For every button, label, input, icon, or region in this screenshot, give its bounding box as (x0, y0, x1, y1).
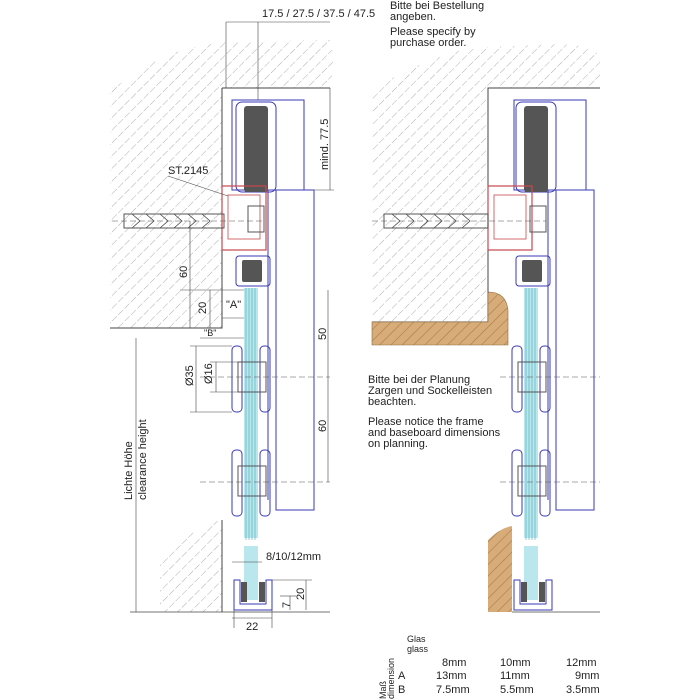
glass-pane-lower (244, 546, 258, 600)
wall-bracket (221, 185, 267, 251)
glass-pane (244, 288, 258, 538)
dim-7: 7 (281, 602, 293, 608)
right-glass-pane (524, 288, 538, 538)
right-top-rail-frame (513, 99, 587, 191)
guide-block (235, 255, 271, 287)
dim-20: 20 (197, 302, 209, 314)
dim-16: Ø16 (203, 363, 215, 384)
spec-note-en2: purchase order. (390, 37, 466, 49)
right-floor-guide (513, 579, 553, 611)
left-wall-lower-hatch (160, 520, 222, 612)
right-wall-hatch (372, 44, 600, 322)
min-height-label: mind. 77.5 (319, 119, 331, 170)
guide-roller (242, 260, 262, 282)
right-guide-block (515, 255, 551, 287)
right-view (371, 44, 600, 613)
clearance-de-label: Lichte Höhe (123, 441, 135, 500)
glass-clamp-upper (200, 345, 330, 413)
glass-thickness-label: 8/10/12mm (266, 551, 321, 563)
baseboard-upper (371, 291, 509, 346)
dimension-table: Glas glass Maß dimension 8mm 10mm 12mm A… (378, 634, 600, 699)
floor-guide-roller-l (241, 582, 247, 602)
floor-guide (233, 579, 273, 611)
wall-anchor (112, 213, 264, 229)
right-wall-anchor (372, 213, 546, 229)
table-row-b-label: B (398, 684, 405, 696)
dim-60-lower: 60 (317, 420, 329, 432)
spec-note-de2: angeben. (390, 11, 436, 23)
part-number-label: ST.2145 (168, 165, 208, 177)
dim-22: 22 (246, 621, 258, 633)
table-row-a-v3: 9mm (575, 670, 599, 682)
left-view: 17.5 / 27.5 / 37.5 / 47.5 mind. 77.5 ST.… (110, 8, 375, 633)
planning-note-de1: Bitte bei der Planung (368, 374, 470, 386)
planning-note-en2: and baseboard dimensions (368, 427, 501, 439)
right-wall-lower-hatch (488, 526, 512, 612)
table-row-b-v3: 3.5mm (566, 684, 600, 696)
dim-20-bottom: 20 (295, 588, 307, 600)
label-b: "B" (204, 328, 216, 338)
right-glass-clamp-upper (500, 345, 600, 413)
clearance-en-label: clearance height (137, 419, 149, 500)
glass-lines (245, 288, 256, 540)
glass-clamp-lower (200, 449, 330, 517)
floor-guide-roller-r (259, 582, 265, 602)
table-col-3: 12mm (566, 657, 597, 669)
label-a: "A" (226, 299, 241, 311)
wall-bracket-inner (227, 194, 261, 240)
dim-60-upper: 60 (178, 266, 190, 278)
left-wall-outline (110, 87, 330, 329)
table-side-2: dimension (386, 658, 396, 699)
table-row-a-v2: 11mm (500, 670, 530, 682)
spec-note-de: Bitte bei Bestellung (390, 0, 484, 12)
right-glass-clamp-lower (500, 449, 600, 517)
bolt-head (247, 205, 265, 233)
left-ceiling-hatch (222, 40, 333, 88)
table-col-1: 8mm (442, 657, 466, 669)
table-col-2: 10mm (500, 657, 531, 669)
table-row-a-label: A (398, 670, 406, 682)
top-width-label: 17.5 / 27.5 / 37.5 / 47.5 (262, 8, 375, 20)
planning-note-en1: Please notice the frame (368, 416, 484, 428)
upper-roller (244, 106, 268, 192)
dim-35: Ø35 (184, 365, 196, 386)
table-head-2: glass (407, 644, 429, 654)
planning-note-en3: on planning. (368, 438, 428, 450)
dim-50: 50 (317, 328, 329, 340)
planning-note-de2: Zargen und Sockelleisten (368, 385, 492, 397)
right-side-panel (555, 189, 595, 511)
table-row-b-v1: 7.5mm (436, 684, 470, 696)
planning-note-de3: beachten. (368, 396, 416, 408)
spec-note-en: Please specify by (390, 26, 476, 38)
table-row-a-v1: 13mm (436, 670, 467, 682)
dimension-lines-left (135, 21, 334, 628)
table-head-1: Glas (407, 634, 426, 644)
right-upper-roller (524, 106, 548, 192)
table-side-1: Maß (378, 680, 388, 699)
left-wall-hatch (110, 42, 222, 328)
side-panel (275, 189, 315, 511)
right-wall-bracket (487, 185, 533, 251)
table-row-b-v2: 5.5mm (500, 684, 534, 696)
